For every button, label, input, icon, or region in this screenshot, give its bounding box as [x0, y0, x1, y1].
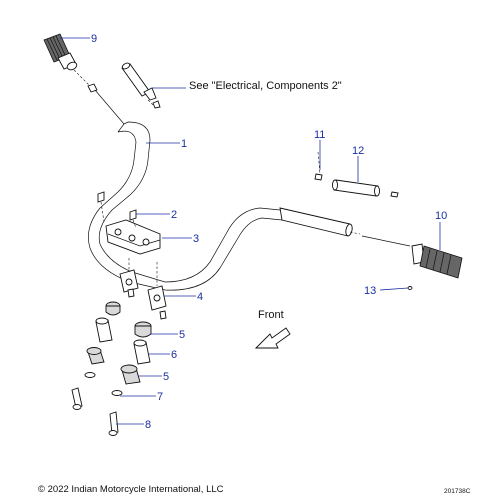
callout-9: 9	[91, 33, 97, 45]
clamp-bolts	[97, 191, 137, 229]
left-grip	[43, 33, 98, 93]
callout-12: 12	[352, 145, 364, 157]
callout-5-lower: 5	[163, 371, 169, 383]
callout-8: 8	[145, 419, 151, 431]
callout-4: 4	[197, 291, 203, 303]
riser-clamp	[105, 219, 161, 255]
copyright-notice: © 2022 Indian Motorcycle International, …	[38, 484, 224, 495]
electrical-reference-note: See "Electrical, Components 2"	[189, 80, 342, 92]
callout-2: 2	[171, 209, 177, 221]
callout-6: 6	[171, 349, 177, 361]
callout-11: 11	[314, 129, 325, 141]
callout-5-upper: 5	[179, 329, 185, 341]
drawing-code: 201738C	[444, 488, 471, 495]
callout-13: 13	[364, 285, 376, 297]
right-grip-assembly	[314, 151, 463, 290]
callout-3: 3	[193, 233, 199, 245]
callout-1: 1	[181, 138, 187, 150]
front-label: Front	[258, 309, 284, 321]
front-direction-arrow	[254, 327, 291, 349]
lower-clamps	[119, 258, 167, 320]
switch-housing	[121, 62, 161, 109]
callout-labels: 9 1 11 12 10 2 3 13 4 5 6 5 7 8	[91, 33, 447, 431]
washers-and-bolts	[71, 372, 123, 436]
handlebar	[88, 89, 361, 291]
callout-10: 10	[435, 210, 447, 222]
leader-lines	[60, 37, 441, 425]
callout-7: 7	[157, 391, 163, 403]
bushings	[86, 301, 152, 385]
